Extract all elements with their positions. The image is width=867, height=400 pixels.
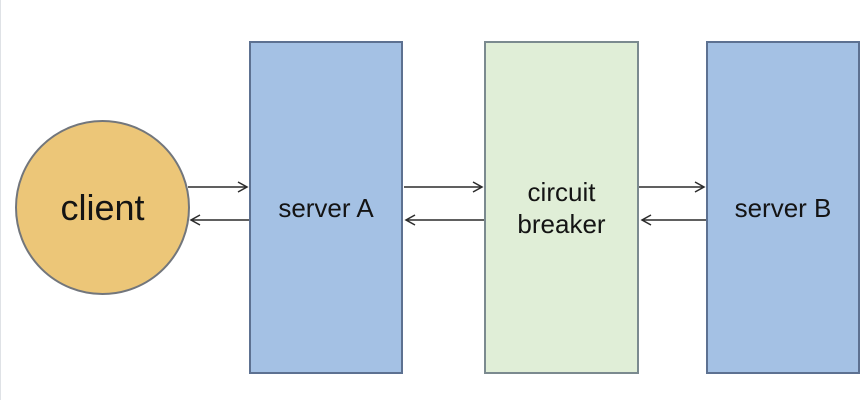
server-a-node-shape: [249, 41, 403, 374]
client-node-shape: [15, 120, 190, 295]
server-b-node-shape: [706, 41, 860, 374]
circuit-breaker-node-shape: [484, 41, 639, 374]
screen-left-edge: [0, 0, 1, 400]
